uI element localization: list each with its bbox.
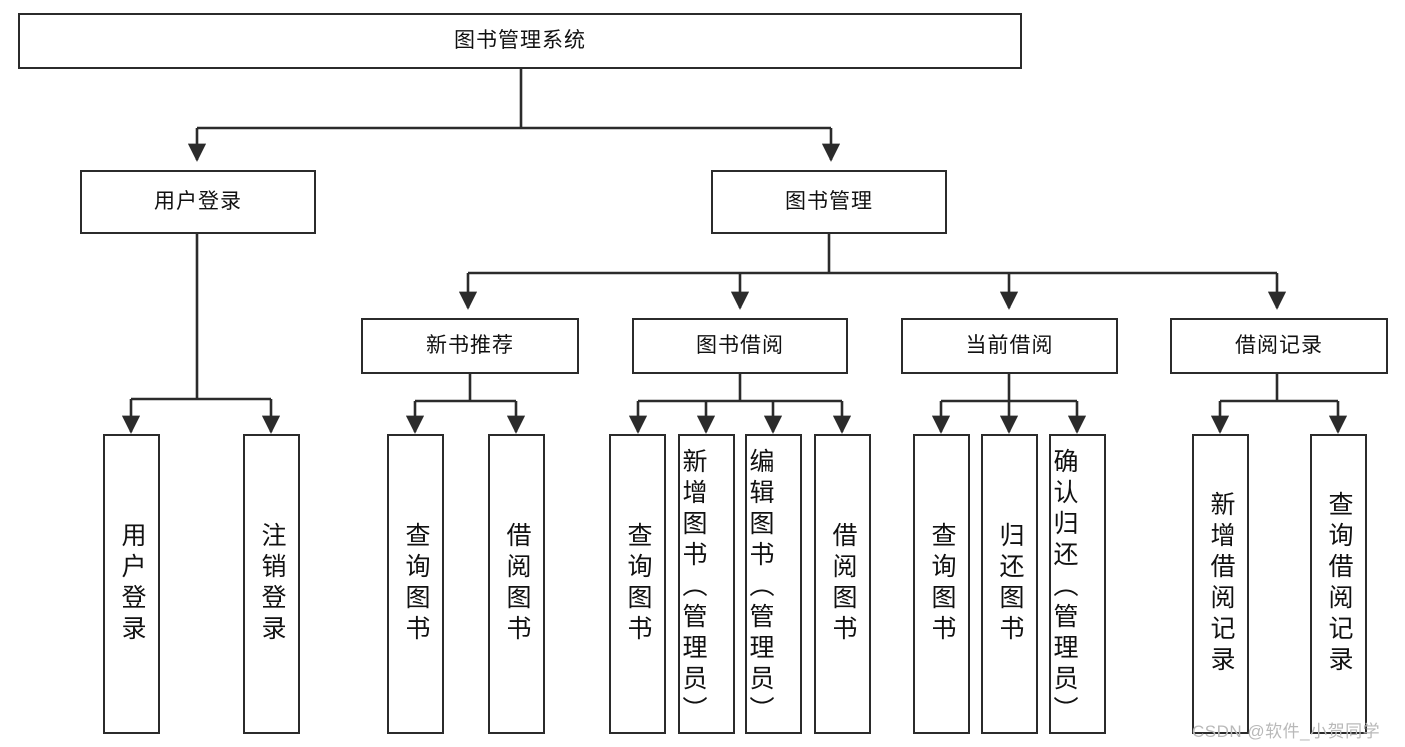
node-label: 借阅图书 xyxy=(829,522,857,646)
csdn-watermark: CSDN @软件_小贺同学 xyxy=(1192,722,1381,741)
node-label: 注销登录 xyxy=(258,522,286,646)
node-label: 当前借阅 xyxy=(965,334,1054,358)
leaf-logout[interactable]: 注销登录 xyxy=(243,434,300,734)
leaf-borrow-book-recommend[interactable]: 借阅图书 xyxy=(488,434,545,734)
leaf-query-borrow-record[interactable]: 查询借阅记录 xyxy=(1310,434,1367,734)
node-label: 查询借阅记录 xyxy=(1325,491,1353,677)
node-label: 图书管理 xyxy=(785,190,873,214)
node-label: 新增图书（管理员） xyxy=(679,447,707,727)
node-label: 查询图书 xyxy=(624,522,652,646)
node-borrow-record[interactable]: 借阅记录 xyxy=(1170,318,1388,374)
node-label: 查询图书 xyxy=(928,522,956,646)
leaf-query-book-recommend[interactable]: 查询图书 xyxy=(387,434,444,734)
node-label: 新书推荐 xyxy=(426,334,514,358)
leaf-borrow-book[interactable]: 借阅图书 xyxy=(814,434,871,734)
node-current-borrow[interactable]: 当前借阅 xyxy=(901,318,1118,374)
node-new-book-recommend[interactable]: 新书推荐 xyxy=(361,318,579,374)
leaf-query-book-current[interactable]: 查询图书 xyxy=(913,434,970,734)
node-label: 确认归还（管理员） xyxy=(1050,447,1078,727)
node-root-book-management-system[interactable]: 图书管理系统 xyxy=(18,13,1022,69)
leaf-query-book-borrow[interactable]: 查询图书 xyxy=(609,434,666,734)
node-label: 用户登录 xyxy=(118,522,146,646)
leaf-add-book-admin[interactable]: 新增图书（管理员） xyxy=(678,434,735,734)
node-label: 查询图书 xyxy=(402,522,430,646)
leaf-user-login[interactable]: 用户登录 xyxy=(103,434,160,734)
node-user-login[interactable]: 用户登录 xyxy=(80,170,316,234)
node-label: 用户登录 xyxy=(154,190,242,214)
leaf-edit-book-admin[interactable]: 编辑图书（管理员） xyxy=(745,434,802,734)
leaf-add-borrow-record[interactable]: 新增借阅记录 xyxy=(1192,434,1249,734)
node-label: 借阅记录 xyxy=(1235,334,1323,358)
node-book-management[interactable]: 图书管理 xyxy=(711,170,947,234)
node-label: 图书管理系统 xyxy=(454,29,586,53)
leaf-return-book[interactable]: 归还图书 xyxy=(981,434,1038,734)
node-book-borrow[interactable]: 图书借阅 xyxy=(632,318,848,374)
leaf-confirm-return-admin[interactable]: 确认归还（管理员） xyxy=(1049,434,1106,734)
node-label: 归还图书 xyxy=(996,522,1024,646)
node-label: 新增借阅记录 xyxy=(1207,491,1235,677)
node-label: 编辑图书（管理员） xyxy=(746,447,774,727)
node-label: 借阅图书 xyxy=(503,522,531,646)
node-label: 图书借阅 xyxy=(696,334,784,358)
